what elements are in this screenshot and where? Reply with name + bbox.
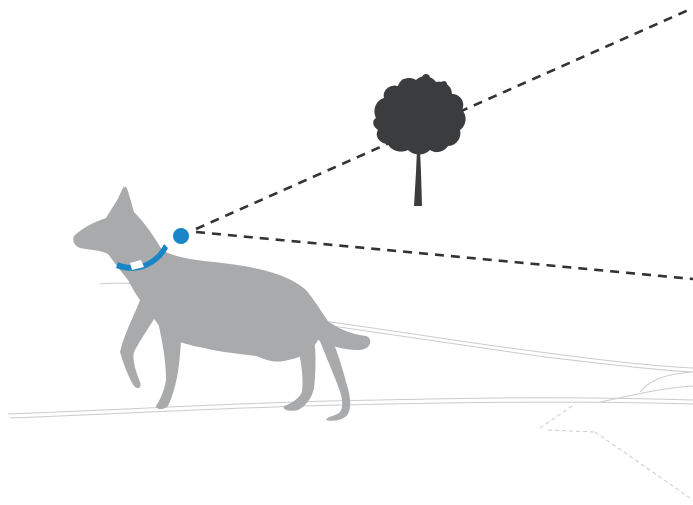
dog-front-leg-raised xyxy=(120,300,156,389)
ground-line-secondary xyxy=(9,401,693,419)
sight-lines xyxy=(195,6,693,281)
dog-hind-leg-front xyxy=(318,334,351,421)
dog-front-leg-standing xyxy=(156,322,181,409)
slope-line-2 xyxy=(599,385,693,403)
dog-collar xyxy=(116,244,168,271)
dog-hind-leg-back xyxy=(283,340,316,411)
dog-tail xyxy=(320,318,371,349)
dog-body xyxy=(73,186,370,362)
tree-canopy xyxy=(373,76,466,155)
tree-icon xyxy=(373,74,466,206)
dog-silhouette xyxy=(73,186,371,421)
dog-ear xyxy=(112,186,130,214)
path-dash-edge-2 xyxy=(547,429,596,433)
sight-line-upper xyxy=(195,6,693,231)
path-dash-edge-3 xyxy=(594,431,693,501)
hill-ridge-line xyxy=(299,317,693,369)
tree-trunk xyxy=(414,150,422,206)
ground-line-main xyxy=(7,397,693,415)
tree-canopy-detail xyxy=(376,74,462,141)
path-dashes xyxy=(539,403,693,501)
collar-sensor-dot xyxy=(173,228,189,244)
terrain xyxy=(7,282,693,419)
path-dash-edge-1 xyxy=(539,403,576,429)
hill-ridge-line-2 xyxy=(304,321,693,373)
sight-line-lower xyxy=(195,230,693,281)
collar-band xyxy=(130,260,144,270)
slope-line xyxy=(639,371,693,393)
